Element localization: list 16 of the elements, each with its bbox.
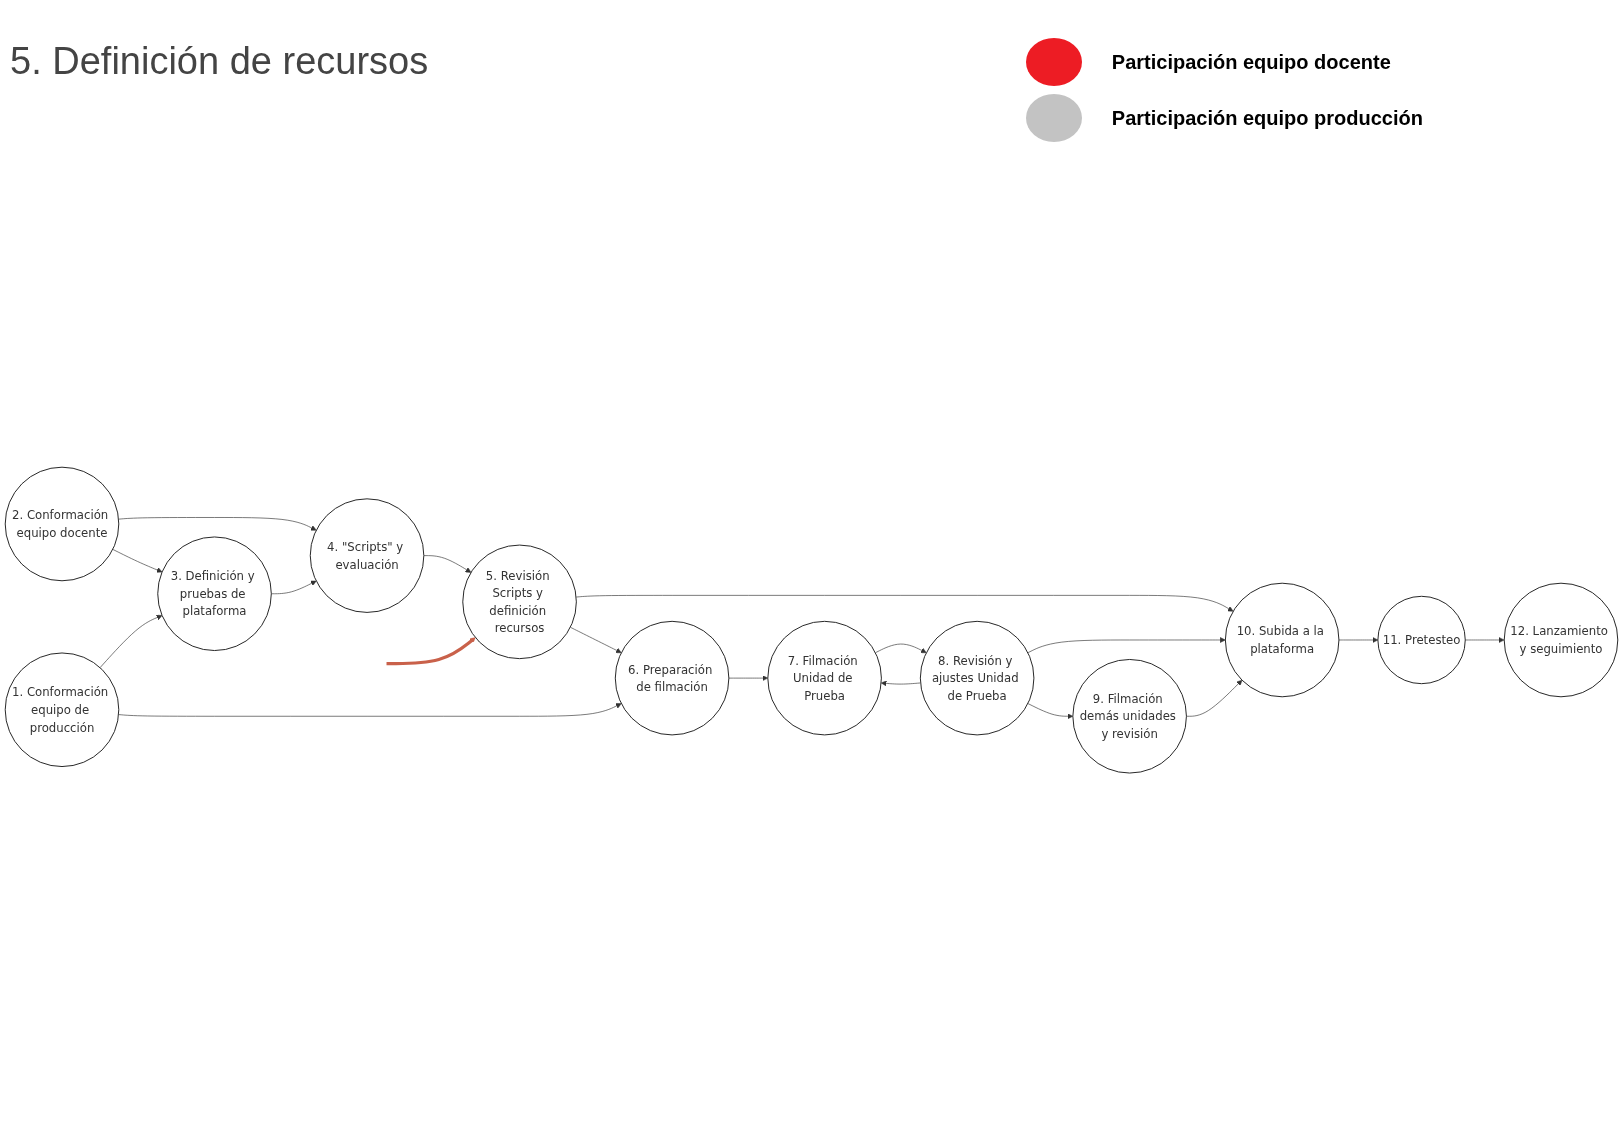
ellipse-node: 6. Preparación de filmación [614, 620, 730, 736]
legend-text: Participación equipo docente [1111, 50, 1391, 74]
arrow [386, 637, 476, 666]
legend-text: Participación equipo producción [1111, 106, 1423, 130]
ellipse-node: 10. Subida a la plataforma [1224, 582, 1340, 698]
ellipse-node: 3. Definición y pruebas de plataforma [157, 536, 272, 651]
ellipse-node: 1. Conformación equipo de producción [4, 652, 120, 767]
ellipse-node: 4. "Scripts" y evaluación [309, 498, 425, 613]
ellipse-node: 11. Pretesteo [1377, 595, 1466, 685]
ellipse-node: 5. Revisión Scripts y definición recursos [462, 544, 577, 659]
note-label: 5. Definición de recursos [10, 40, 429, 83]
ellipse-node: 2. Conformación equipo docente [4, 466, 120, 582]
ellipse-node: 8. Revisión y ajustes Unidad de Prueba [919, 620, 1035, 736]
ellipse-node: 7. Filmación Unidad de Prueba [767, 620, 882, 736]
ellipse-node: 9. Filmación demás unidades y revisión [1072, 658, 1187, 774]
ellipse-node: 12. Lanzamiento y seguimiento [1503, 582, 1619, 698]
